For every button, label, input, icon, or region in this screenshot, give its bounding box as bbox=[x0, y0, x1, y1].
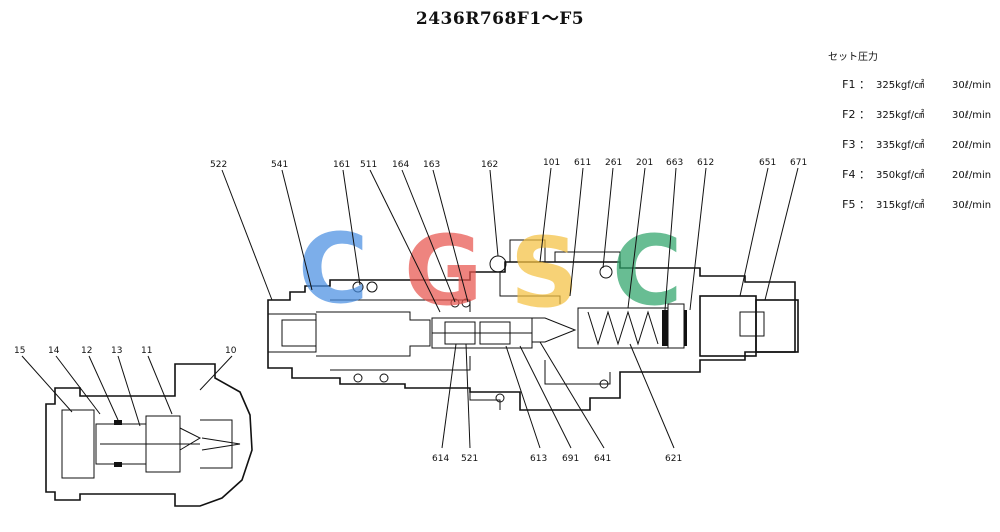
row-flow: 20ℓ/min bbox=[952, 140, 992, 151]
settings-heading: セット圧力 bbox=[828, 52, 878, 63]
settings-row-f3: F3 ： 335kgf/㎠ 20ℓ/min bbox=[828, 136, 998, 166]
callout-labels: 522 541 161 511 164 163 162 101 611 261 … bbox=[14, 158, 807, 464]
row-pressure: 325kgf/㎠ bbox=[876, 80, 925, 91]
row-label: F5 ： bbox=[842, 198, 870, 211]
callout-label: 15 bbox=[14, 346, 25, 356]
row-flow: 30ℓ/min bbox=[952, 200, 992, 211]
settings-row-f1: F1 ： 325kgf/㎠ 30ℓ/min bbox=[828, 76, 998, 106]
sub-valve-section bbox=[45, 363, 253, 507]
callout-label: 614 bbox=[432, 454, 449, 464]
callout-label: 651 bbox=[759, 158, 776, 168]
callout-label: 541 bbox=[271, 160, 288, 170]
callout-label: 101 bbox=[543, 158, 560, 168]
row-label: F4 ： bbox=[842, 168, 870, 181]
watermark-letter: G bbox=[404, 215, 483, 327]
row-label: F3 ： bbox=[842, 138, 870, 151]
callout-label: 164 bbox=[392, 160, 409, 170]
row-label: F2 ： bbox=[842, 108, 870, 121]
callout-label: 671 bbox=[790, 158, 807, 168]
callout-label: 12 bbox=[81, 346, 92, 356]
row-flow: 30ℓ/min bbox=[952, 110, 992, 121]
settings-row-f2: F2 ： 325kgf/㎠ 30ℓ/min bbox=[828, 106, 998, 136]
row-pressure: 335kgf/㎠ bbox=[876, 140, 925, 151]
callout-label: 511 bbox=[360, 160, 377, 170]
callout-label: 521 bbox=[461, 454, 478, 464]
callout-label: 261 bbox=[605, 158, 622, 168]
callout-label: 613 bbox=[530, 454, 547, 464]
callout-label: 663 bbox=[666, 158, 683, 168]
callout-label: 612 bbox=[697, 158, 714, 168]
settings-row-f5: F5 ： 315kgf/㎠ 30ℓ/min bbox=[828, 196, 998, 226]
drawing-title: 2436R768F1～F5 bbox=[415, 9, 585, 29]
main-valve-section bbox=[267, 239, 799, 411]
callout-label: 691 bbox=[562, 454, 579, 464]
callout-label: 163 bbox=[423, 160, 440, 170]
watermark-letter: C bbox=[298, 213, 368, 325]
callout-label: 522 bbox=[210, 160, 227, 170]
callout-label: 162 bbox=[481, 160, 498, 170]
settings-row-f4: F4 ： 350kgf/㎠ 20ℓ/min bbox=[828, 166, 998, 196]
callout-label: 611 bbox=[574, 158, 591, 168]
row-flow: 30ℓ/min bbox=[952, 80, 992, 91]
leader-lines bbox=[21, 167, 799, 449]
callout-label: 161 bbox=[333, 160, 350, 170]
row-pressure: 350kgf/㎠ bbox=[876, 170, 925, 181]
callout-label: 10 bbox=[225, 346, 237, 356]
row-flow: 20ℓ/min bbox=[952, 170, 992, 181]
watermark-letter: C bbox=[612, 215, 682, 327]
row-pressure: 325kgf/㎠ bbox=[876, 110, 925, 121]
callout-label: 201 bbox=[636, 158, 653, 168]
callout-label: 11 bbox=[141, 346, 152, 356]
callout-label: 14 bbox=[48, 346, 60, 356]
cgsc-watermark: C G S C bbox=[298, 213, 682, 329]
callout-label: 13 bbox=[111, 346, 122, 356]
callout-label: 621 bbox=[665, 454, 682, 464]
callout-label: 641 bbox=[594, 454, 611, 464]
row-label: F1 ： bbox=[842, 78, 870, 91]
pressure-settings-table: セット圧力 F1 ： 325kgf/㎠ 30ℓ/min F2 ： 325kgf/㎠ 30… bbox=[828, 48, 998, 226]
watermark-letter: S bbox=[510, 217, 579, 329]
row-pressure: 315kgf/㎠ bbox=[876, 200, 925, 211]
